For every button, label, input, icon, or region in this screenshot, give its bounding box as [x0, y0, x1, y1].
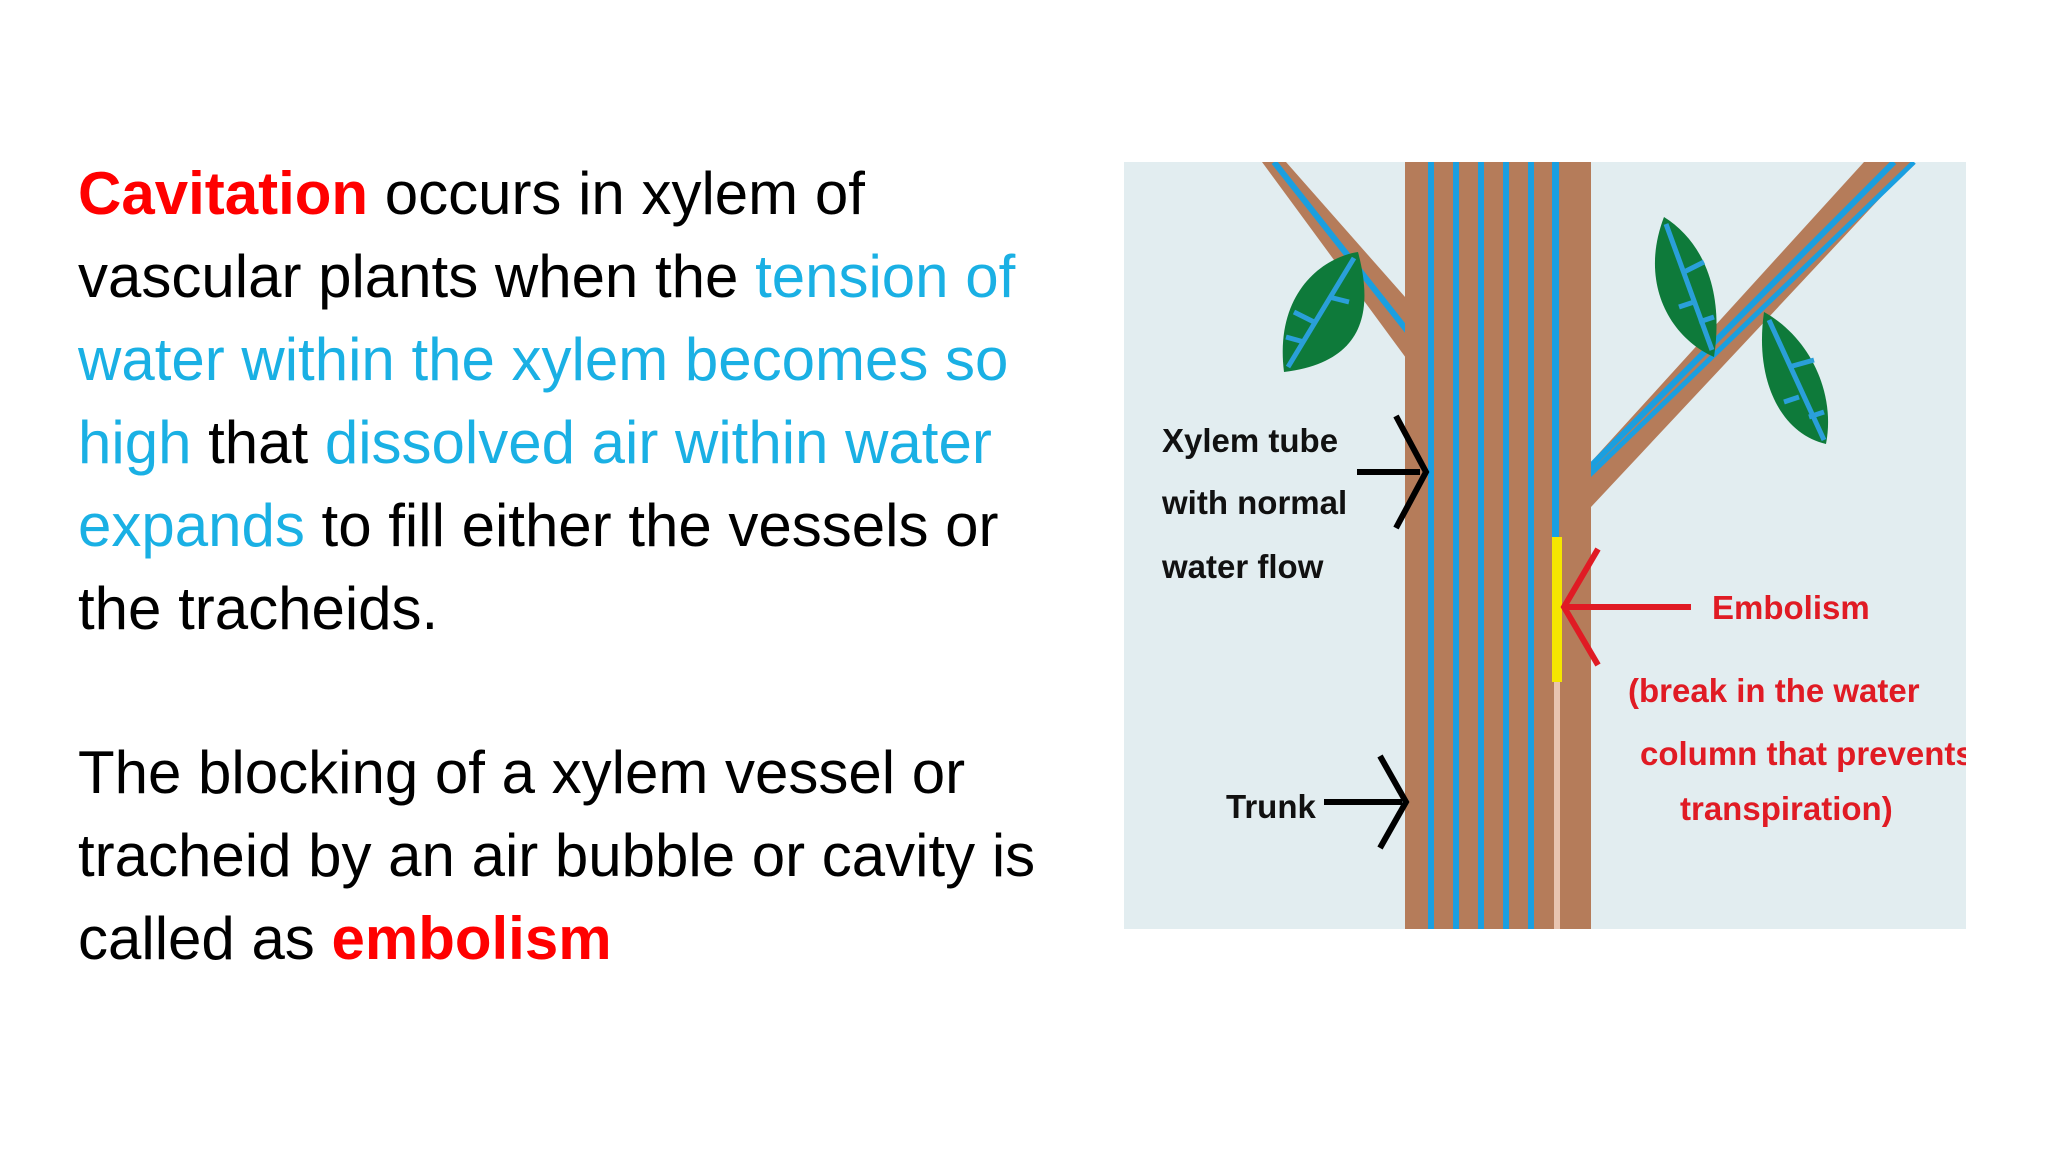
xylem-tube — [1428, 162, 1434, 929]
text-span: that — [191, 409, 325, 476]
embolism-term: embolism — [331, 905, 612, 972]
label-note-line-2: column that prevents — [1640, 735, 1966, 772]
label-note-line-1: (break in the water — [1628, 672, 1920, 709]
xylem-tube — [1503, 162, 1509, 929]
text-span: The blocking of a xylem vessel or trache… — [78, 739, 1036, 972]
embolism-segment — [1552, 537, 1562, 682]
right-branch — [1591, 162, 1914, 507]
leaf-left — [1282, 252, 1365, 372]
right-branch-xylem-1 — [1557, 162, 1897, 500]
xylem-diagram: Xylem tube with normal water flow Trunk … — [1124, 162, 1966, 929]
embolism-arrow — [1560, 547, 1691, 667]
xylem-tube — [1453, 162, 1459, 929]
embolism-paragraph: The blocking of a xylem vessel or trache… — [78, 731, 1068, 980]
label-embolism: Embolism — [1712, 589, 1870, 626]
highlight-dissolved-air: dissolved air within water expands — [78, 409, 992, 559]
label-note-line-3: transpiration) — [1680, 790, 1893, 827]
right-branch-xylem-2 — [1570, 162, 1916, 494]
text-span: occurs in xylem of vascular plants when … — [78, 160, 865, 310]
leaf-right-bottom — [1761, 312, 1829, 444]
xylem-tube — [1528, 162, 1534, 929]
xylem-tube-blocked — [1552, 162, 1559, 537]
cavitation-term: Cavitation — [78, 160, 369, 227]
xylem-tubes — [1428, 162, 1562, 929]
label-xylem-line-2: with normal — [1161, 484, 1347, 521]
label-trunk: Trunk — [1226, 788, 1316, 825]
leaf-right-top — [1654, 217, 1717, 357]
label-xylem-line-3: water flow — [1161, 548, 1324, 585]
empty-xylem-segment — [1554, 682, 1560, 929]
cavitation-paragraph: Cavitation occurs in xylem of vascular p… — [78, 152, 1068, 650]
xylem-tube — [1478, 162, 1484, 929]
highlight-tension: tension of water within the xylem become… — [78, 243, 1016, 476]
trunk-arrow — [1324, 754, 1410, 850]
label-xylem-line-1: Xylem tube — [1162, 422, 1338, 459]
xylem-arrow — [1357, 414, 1430, 530]
text-span: to fill either the vessels or the trache… — [78, 492, 999, 642]
